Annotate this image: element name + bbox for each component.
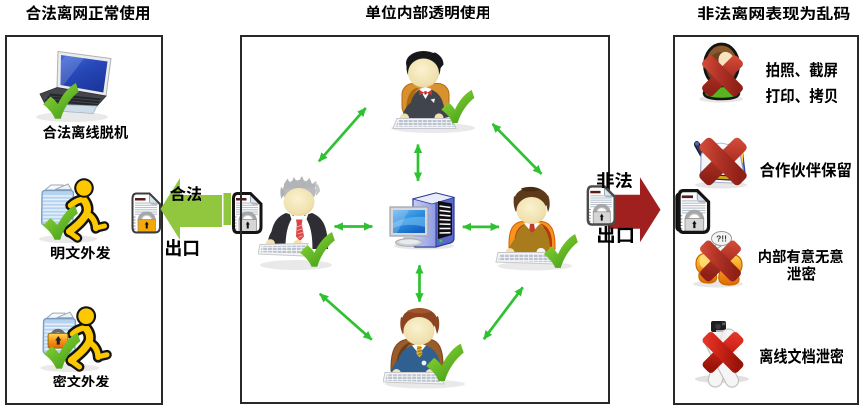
svg-text:?!!: ?!! bbox=[716, 234, 727, 244]
